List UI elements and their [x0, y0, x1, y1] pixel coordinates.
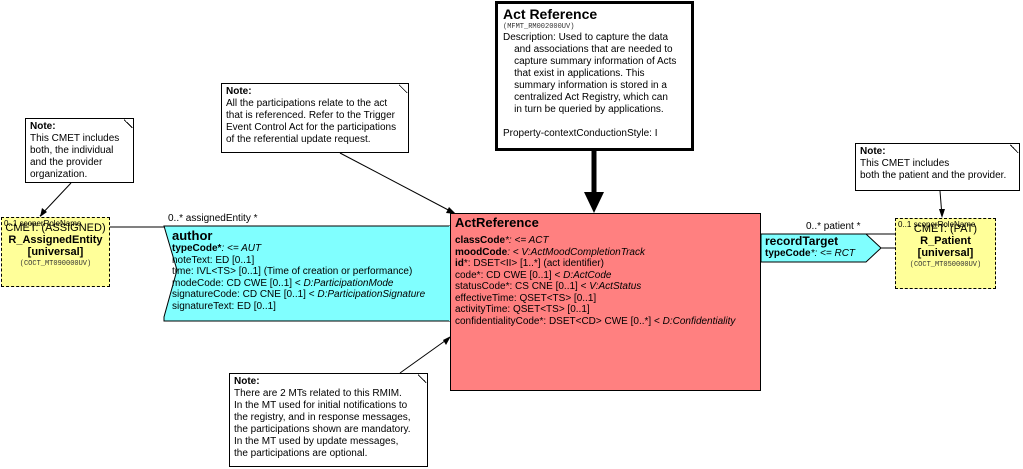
note-participations-text: All the participations relate to the act… — [226, 98, 397, 145]
act-reference-box: Act Reference (MFMT_RM002000UV) Descript… — [495, 1, 694, 151]
note-right-title: Note: — [860, 146, 886, 157]
note-participations-connector — [339, 152, 455, 214]
note-right: Note: This CMET includes both the patien… — [855, 143, 1020, 191]
author-signature-domain: D:ParticipationSignature — [317, 289, 426, 300]
act-id-name: id — [455, 258, 464, 269]
patient-label: 0..* patient * — [806, 221, 861, 232]
cmet-patient-code: (COCT_MT050000UV) — [909, 261, 982, 269]
act-confidentiality-code: confidentialityCode*: DSET<CD> CWE [0..*… — [455, 316, 756, 328]
note-bottom-title: Note: — [234, 376, 260, 387]
author-signature-text: signatureText: ED [0..1] — [172, 300, 276, 312]
note-left: Note: This CMET includes both, the indiv… — [25, 118, 134, 183]
note-participations-arrowhead — [446, 207, 456, 214]
act-reference-title: Act Reference — [503, 6, 598, 22]
author-note-text: noteText: ED [0..1] — [172, 254, 255, 266]
act-mood-code-value: : < V:ActMoodCompletionTrack — [507, 246, 645, 258]
author-type-code: typeCode*: <= AUT — [172, 243, 452, 255]
author-participation: author typeCode*: <= AUT noteText: ED [0… — [172, 229, 452, 312]
context-arrow-head — [584, 192, 604, 213]
act-mood-code: moodCode: < V:ActMoodCompletionTrack — [455, 247, 756, 259]
cmet-assigned-name: R_AssignedEntity — [8, 234, 103, 246]
author-mode-code: modeCode: CD CWE [0..1] < D:Participatio… — [172, 278, 452, 290]
cmet-patient-name: R_Patient — [920, 235, 971, 247]
act-status-code-text: statusCode*: CS CNE [0..1] < — [455, 281, 590, 292]
cmet-patient-scoper: 0..1 scoperRoleName — [898, 220, 976, 229]
act-code-domain: D:ActCode — [563, 269, 612, 281]
act-id: id*: DSET<II> [1..*] (act identifier) — [455, 258, 756, 270]
cmet-patient: 0..1 scoperRoleName CMET: (PAT) R_Patien… — [895, 218, 996, 289]
cmet-assigned-flavor: [universal] — [27, 246, 84, 258]
cmet-assigned-heading: CMET: (ASSIGNED) — [5, 222, 106, 234]
act-confidentiality-text: confidentialityCode*: DSET<CD> CWE [0..*… — [455, 315, 663, 327]
act-reference-class-title: ActReference — [455, 215, 539, 230]
act-reference-code: (MFMT_RM002000UV) — [503, 23, 575, 31]
author-type-code-name: typeCode* — [172, 243, 222, 254]
cmet-assigned-scoper: 0..1 scoperRoleName — [4, 219, 82, 228]
note-bottom-text: There are 2 MTs related to this RMIM. In… — [234, 388, 411, 459]
note-bottom-arrowhead — [443, 336, 451, 345]
author-mode-domain: D:ParticipationMode — [303, 277, 394, 289]
author-signature-code: signatureCode: CD CNE [0..1] < D:Partici… — [172, 289, 452, 301]
act-activity-time: activityTime: QSET<TS> [0..1] — [455, 304, 590, 315]
author-mode-code-text: modeCode: CD CWE [0..1] < — [172, 277, 304, 289]
author-time: time: IVL<TS> [0..1] (Time of creation o… — [172, 266, 413, 277]
note-participations: Note: All the participations relate to t… — [221, 83, 409, 153]
author-title: author — [172, 228, 213, 243]
act-status-code: statusCode*: CS CNE [0..1] < V:ActStatus — [455, 281, 756, 293]
record-target-type-code: typeCode*: <= RCT — [765, 248, 855, 260]
note-participations-title: Note: — [226, 86, 252, 97]
note-right-text: This CMET includes both the patient and … — [860, 158, 1007, 181]
act-class-code-name: classCode — [455, 235, 506, 246]
act-id-value: *: DSET<II> [1..*] (act identifier) — [463, 258, 604, 269]
note-left-title: Note: — [30, 121, 56, 132]
author-signature-code-text: signatureCode: CD CNE [0..1] < — [172, 289, 318, 300]
note-right-arrowhead — [939, 209, 945, 218]
note-left-text: This CMET includes both, the individual … — [30, 133, 120, 180]
note-left-arrowhead — [40, 208, 47, 217]
act-code-text: code*: CD CWE [0..1] < — [455, 269, 564, 281]
act-class-code-value: *: <= ACT — [505, 235, 549, 246]
cmet-patient-heading: CMET: (PAT) — [913, 223, 978, 235]
author-type-code-value: : <= AUT — [221, 243, 262, 254]
act-reference-property: Property-contextConductionStyle: I — [503, 128, 658, 139]
act-effective-time: effectiveTime: QSET<TS> [0..1] — [455, 292, 597, 304]
act-class-code: classCode*: <= ACT — [455, 235, 756, 247]
record-target-type-code-value: *: <= RCT — [810, 248, 856, 259]
act-confidentiality-domain: D:Confidentiality — [662, 315, 736, 327]
note-bottom: Note: There are 2 MTs related to this RM… — [229, 373, 428, 467]
note-left-connector — [39, 182, 72, 217]
record-target-type-code-name: typeCode — [765, 248, 811, 259]
note-bottom-connector — [399, 337, 450, 374]
cmet-assigned-entity: 0..1 scoperRoleName CMET: (ASSIGNED) R_A… — [1, 217, 110, 287]
record-target-title: recordTarget — [765, 234, 839, 248]
record-target-participation: recordTarget typeCode*: <= RCT — [765, 235, 855, 260]
cmet-patient-flavor: [universal] — [917, 247, 974, 259]
assigned-entity-label: 0..* assignedEntity * — [168, 213, 258, 224]
cmet-assigned-code: (COCT_MT090000UV) — [19, 260, 92, 268]
act-code: code*: CD CWE [0..1] < D:ActCode — [455, 270, 756, 282]
act-reference-class: ActReference classCode*: <= ACT moodCode… — [450, 213, 761, 391]
act-mood-code-name: moodCode — [455, 246, 508, 258]
act-status-domain: V:ActStatus — [589, 281, 642, 292]
act-reference-description: Description: Used to capture the data an… — [503, 32, 677, 115]
